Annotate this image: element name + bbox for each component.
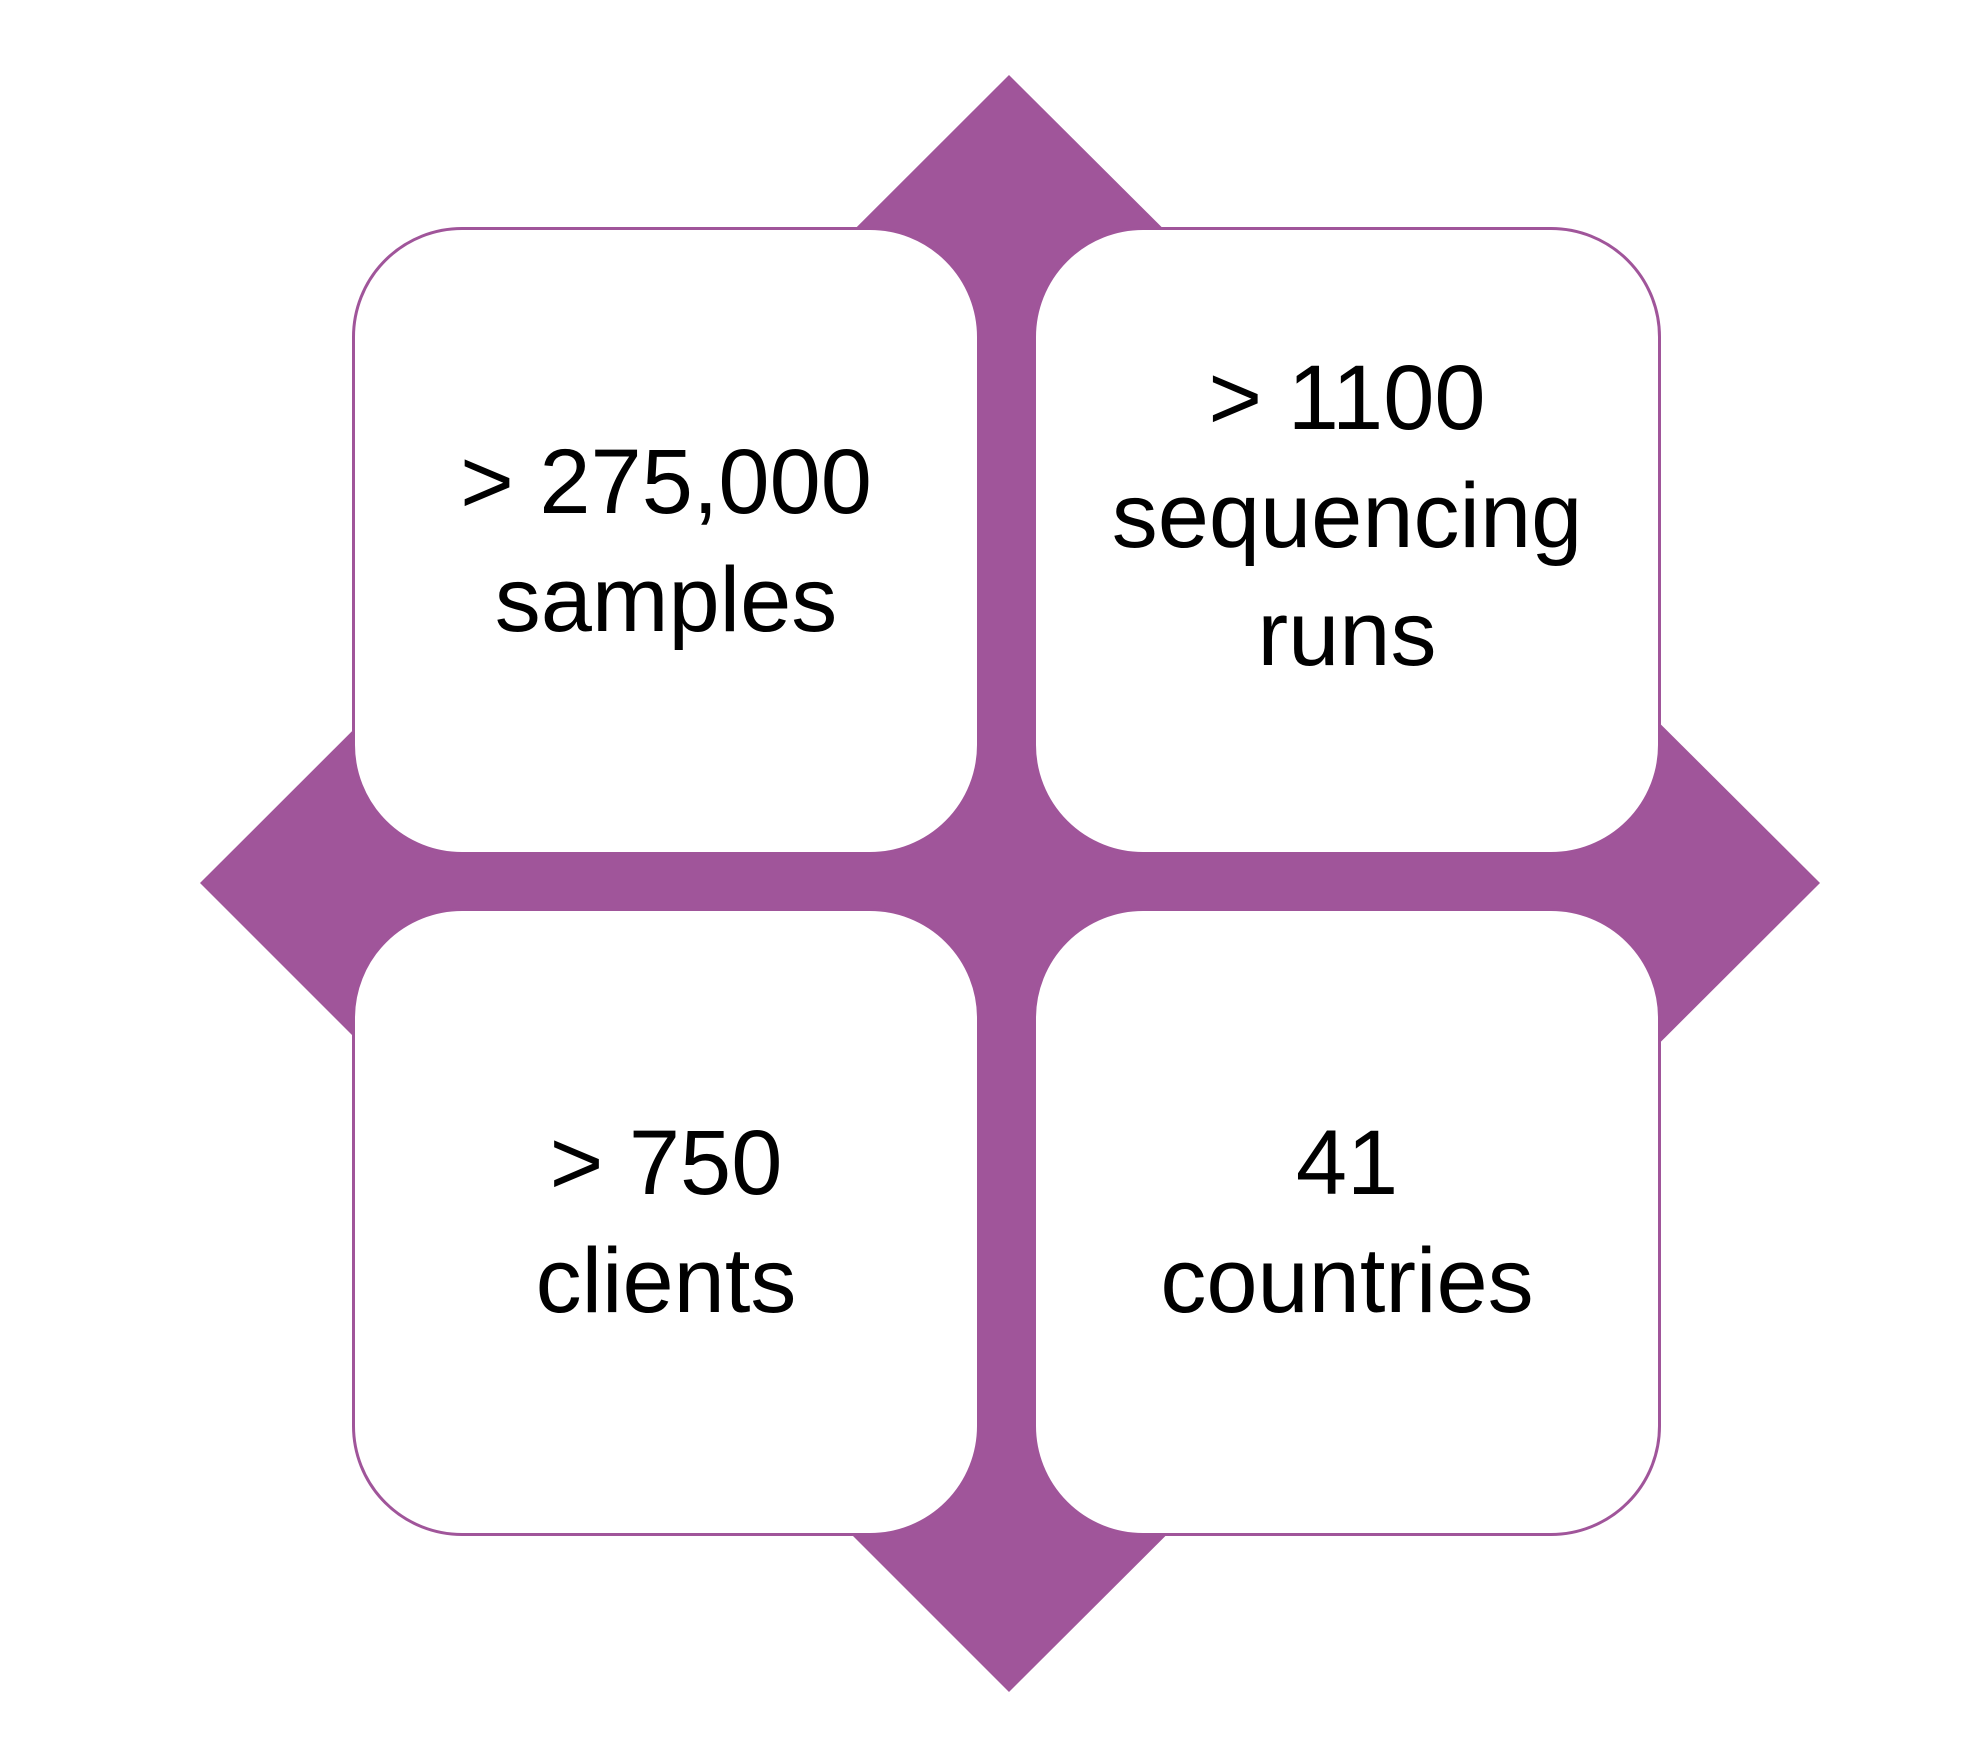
stat-tile-clients: > 750 clients [352, 908, 980, 1536]
stat-value: 41 [1295, 1112, 1399, 1214]
stat-label: countries [1160, 1230, 1534, 1332]
stat-value: > 750 [549, 1112, 783, 1214]
stat-value: > 275,000 [460, 431, 872, 533]
stat-tile-text: > 750 clients [536, 1104, 797, 1340]
stat-label: runs [1257, 583, 1437, 685]
stat-tile-text: > 275,000 samples [460, 423, 872, 659]
stat-tile-text: 41 countries [1160, 1104, 1533, 1340]
stat-value: > 1100 [1208, 347, 1486, 449]
stat-label: sequencing [1111, 465, 1583, 567]
stat-tile-text: > 1100 sequencing runs [1112, 339, 1583, 693]
stat-label: samples [494, 549, 838, 651]
stat-tile-countries: 41 countries [1033, 908, 1661, 1536]
stat-label: clients [535, 1230, 797, 1332]
stat-tile-samples: > 275,000 samples [352, 227, 980, 855]
stat-tile-sequencing-runs: > 1100 sequencing runs [1033, 227, 1661, 855]
